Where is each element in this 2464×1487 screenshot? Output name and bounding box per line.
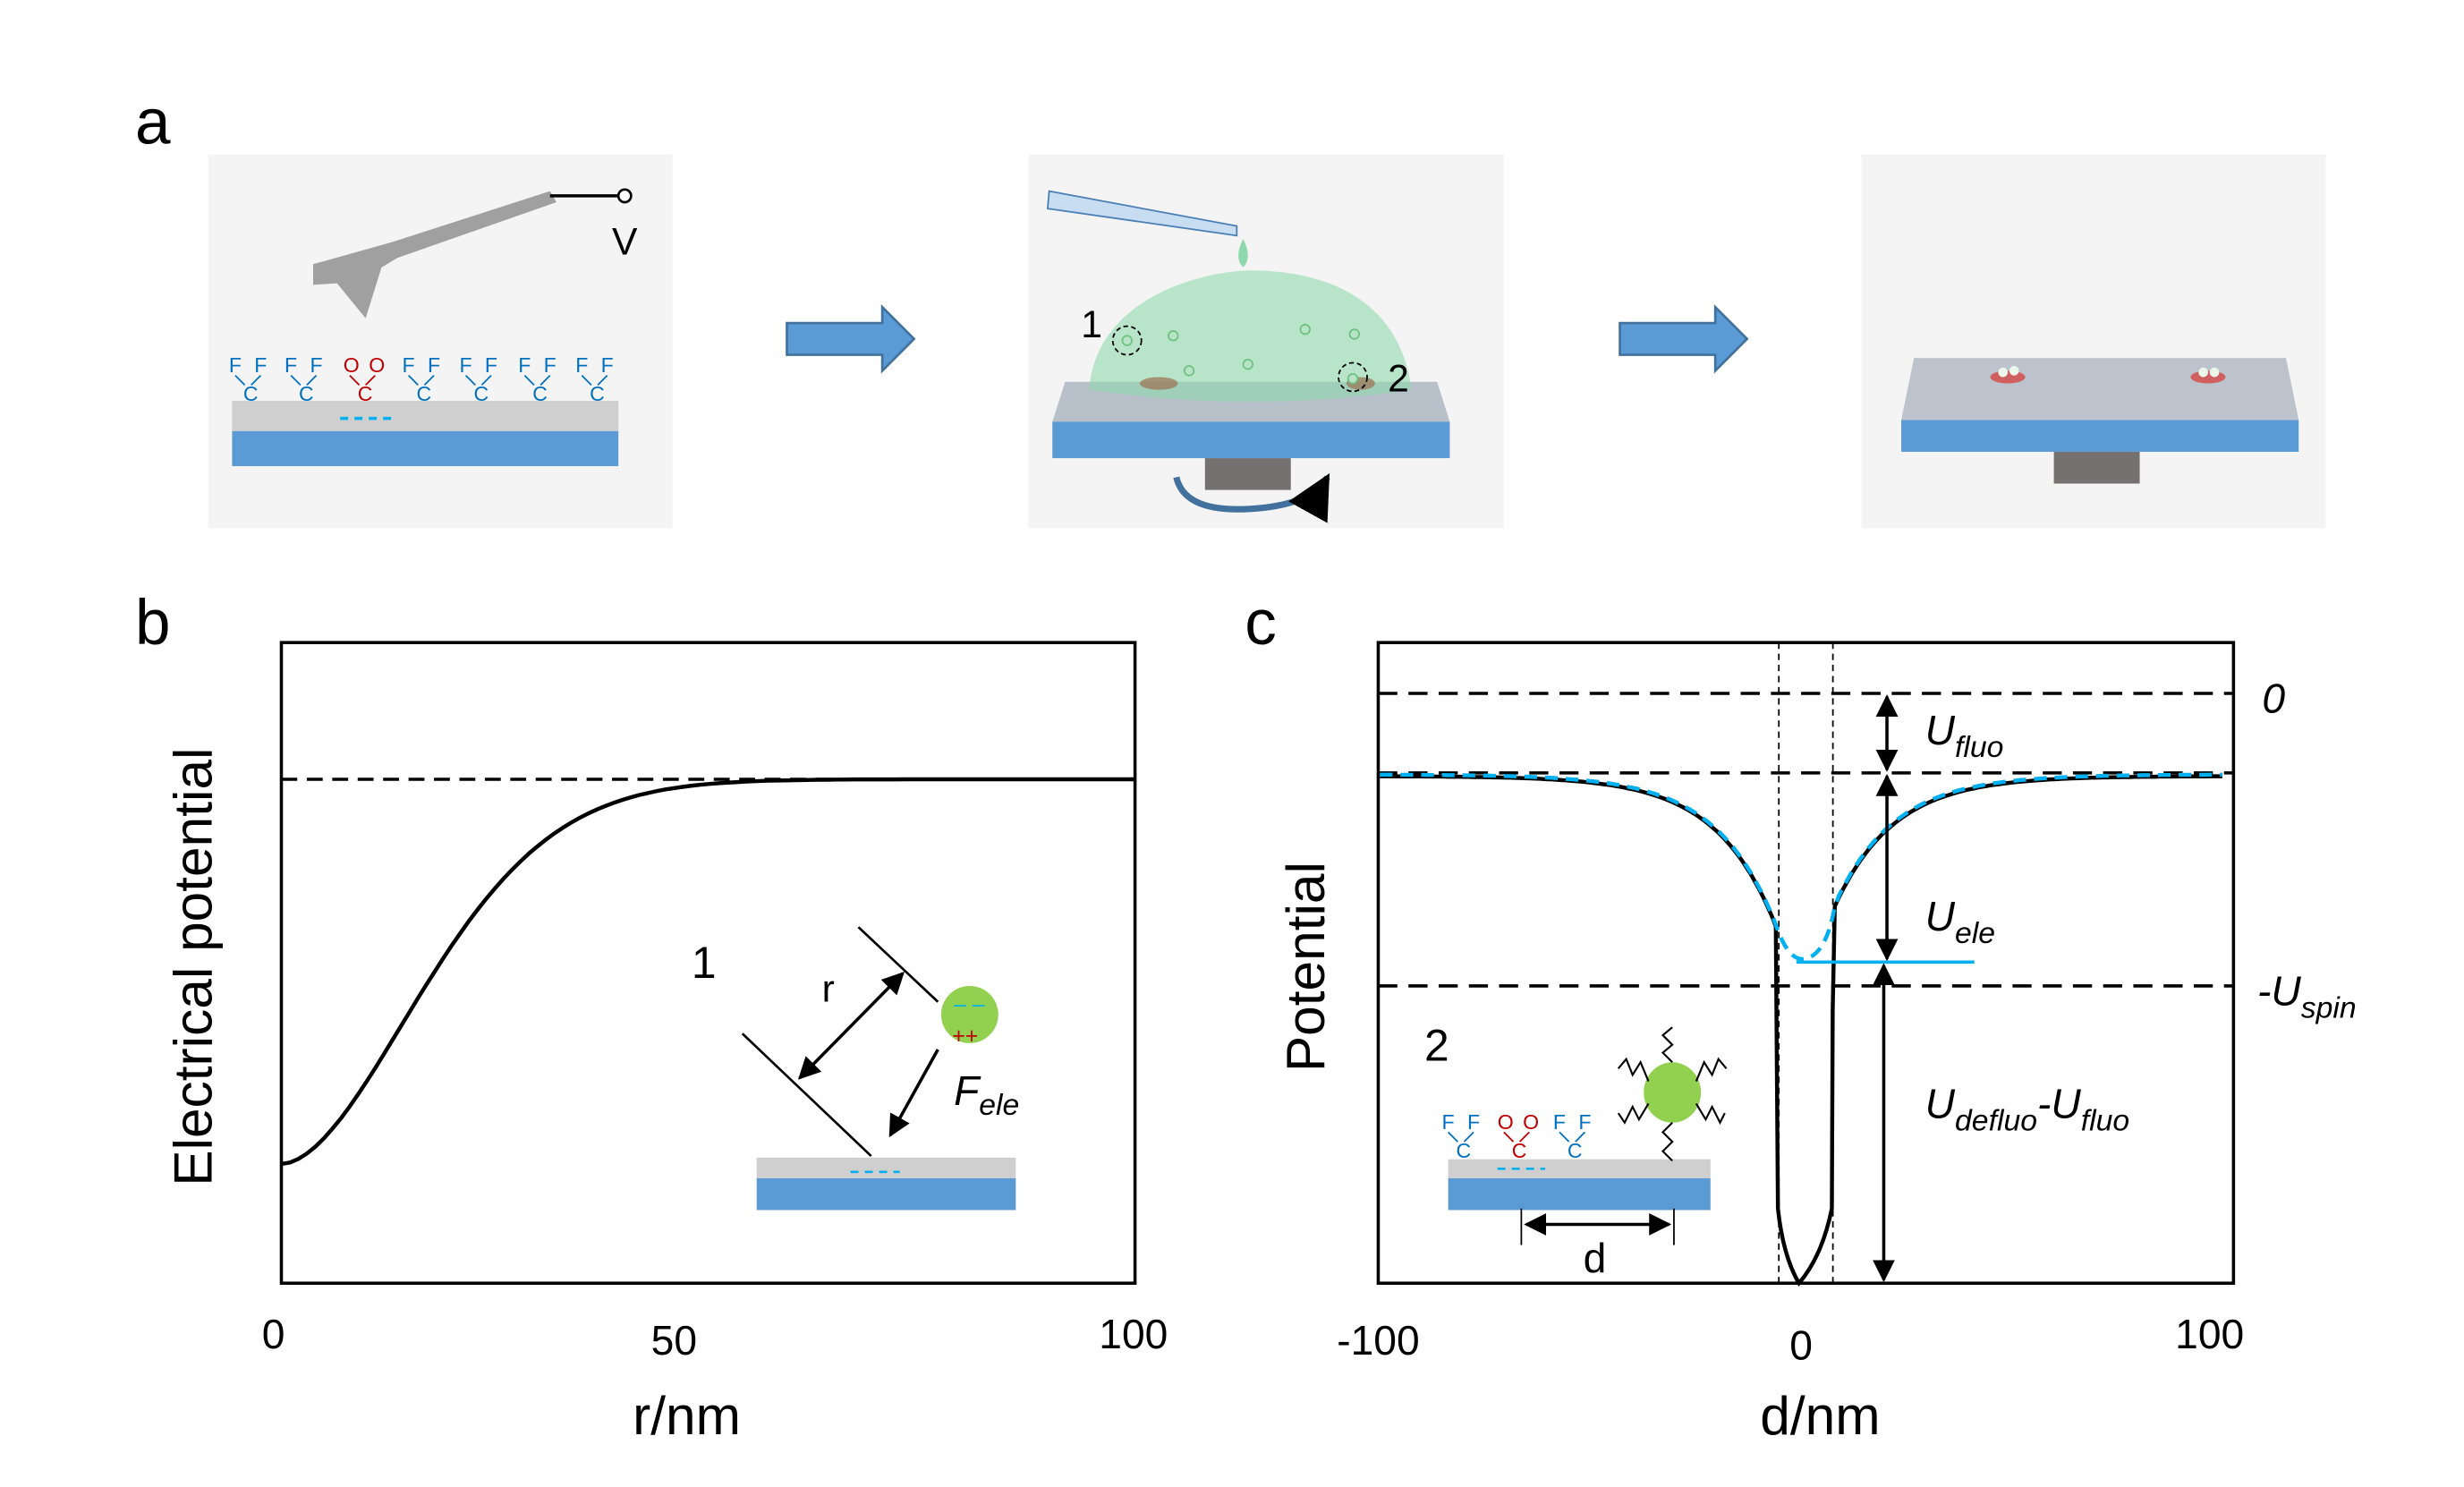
atom-label: F — [1553, 1110, 1566, 1134]
atom-label: F — [229, 353, 242, 377]
svg-text:++: ++ — [952, 1024, 978, 1049]
atom-label: F — [601, 353, 614, 377]
x-tick: -100 — [1337, 1317, 1419, 1364]
voltage-label: V — [612, 221, 638, 264]
atom-label: F — [1442, 1110, 1455, 1134]
step-3-patterned-result — [1861, 154, 2326, 529]
site-1-circle — [1111, 325, 1143, 356]
svg-text:d: d — [1584, 1235, 1607, 1281]
atom-label: F — [518, 353, 531, 377]
svg-text:r: r — [822, 968, 835, 1011]
atom-label: C — [1512, 1139, 1527, 1162]
potential-curve — [281, 777, 1135, 1167]
process-arrow-1 — [786, 304, 916, 374]
y-axis-label: Electrical potential — [162, 748, 223, 1186]
atom-label: C — [590, 382, 605, 405]
site-2-circle — [1338, 361, 1368, 393]
atom-label: C — [299, 382, 314, 405]
atom-label: F — [310, 353, 322, 377]
rotation-arrow-icon — [1173, 473, 1330, 523]
u-ele-label: Uele — [1925, 893, 1995, 950]
coating-layer — [232, 401, 619, 431]
svg-text:– –: – – — [954, 991, 985, 1016]
atom-label: O — [344, 353, 360, 377]
x-tick: 0 — [1789, 1322, 1813, 1369]
x-axis-label: r/nm — [633, 1385, 741, 1446]
atom-label: C — [532, 382, 548, 405]
atom-label: F — [459, 353, 472, 377]
atom-label: C — [358, 382, 373, 405]
atom-label: C — [1457, 1139, 1472, 1162]
atom-label: C — [243, 382, 259, 405]
atom-label: O — [369, 353, 385, 377]
substrate-layer — [232, 430, 619, 466]
x-tick: 100 — [1099, 1311, 1168, 1357]
svg-text:2: 2 — [1424, 1020, 1449, 1070]
svg-text:Fele: Fele — [954, 1067, 1019, 1122]
y-axis-label: Potential — [1275, 862, 1336, 1072]
atom-label: F — [1467, 1110, 1480, 1134]
x-tick: 100 — [2175, 1311, 2244, 1357]
step-2-spin-coating: 1 2 — [1028, 154, 1504, 529]
site-2-label: 2 — [1388, 357, 1409, 400]
chart-c: 0 -Uspin Ufluo Uele Udefluo-Ufluo -100 0… — [1275, 641, 2357, 1446]
spin-chuck — [1204, 458, 1291, 490]
chart-b: 0 50 100 r/nm Electrical potential 1 r –… — [162, 641, 1168, 1446]
u-defluo-label: Udefluo-Ufluo — [1925, 1080, 2130, 1137]
drop-icon — [1238, 238, 1248, 268]
process-arrow-2 — [1619, 304, 1749, 374]
plot-frame — [279, 641, 1137, 1285]
atom-label: F — [575, 353, 588, 377]
x-tick: 50 — [651, 1317, 697, 1364]
atom-label: F — [403, 353, 415, 377]
atom-label: F — [254, 353, 267, 377]
nonfluorinated-potential-curve — [1380, 772, 2222, 962]
svg-text:1: 1 — [692, 938, 717, 988]
atom-label: F — [1578, 1110, 1591, 1134]
pipette-icon — [1046, 190, 1238, 237]
panel-label-b: b — [135, 588, 171, 659]
atom-label: C — [417, 382, 432, 405]
x-tick: 0 — [262, 1311, 285, 1357]
electrode-terminal — [616, 188, 633, 204]
force-arrow — [888, 1049, 939, 1138]
distance-arrow — [797, 971, 905, 1080]
site-1-label: 1 — [1081, 303, 1102, 346]
inset-1: 1 r – – ++ Fele — [692, 926, 1019, 1211]
afm-cantilever-icon — [313, 191, 557, 319]
zero-label: 0 — [2262, 675, 2285, 721]
atom-label: F — [285, 353, 297, 377]
atom-label: F — [544, 353, 557, 377]
atom-label: O — [1498, 1110, 1514, 1134]
x-axis-label: d/nm — [1760, 1385, 1880, 1446]
svg-text:-Uspin: -Uspin — [2257, 967, 2357, 1024]
atom-label: F — [428, 353, 440, 377]
atom-label: C — [473, 382, 489, 405]
atom-label: F — [485, 353, 497, 377]
nanoparticle — [1644, 1062, 1702, 1123]
atom-label: O — [1523, 1110, 1539, 1134]
droplet-dome — [1089, 270, 1412, 402]
nanoparticle — [940, 985, 998, 1043]
atom-label: C — [1568, 1139, 1583, 1162]
plot-frame — [1376, 641, 2236, 1285]
u-fluo-label: Ufluo — [1925, 707, 2004, 764]
panel-label-c: c — [1245, 588, 1277, 659]
panel-label-a: a — [135, 87, 171, 157]
